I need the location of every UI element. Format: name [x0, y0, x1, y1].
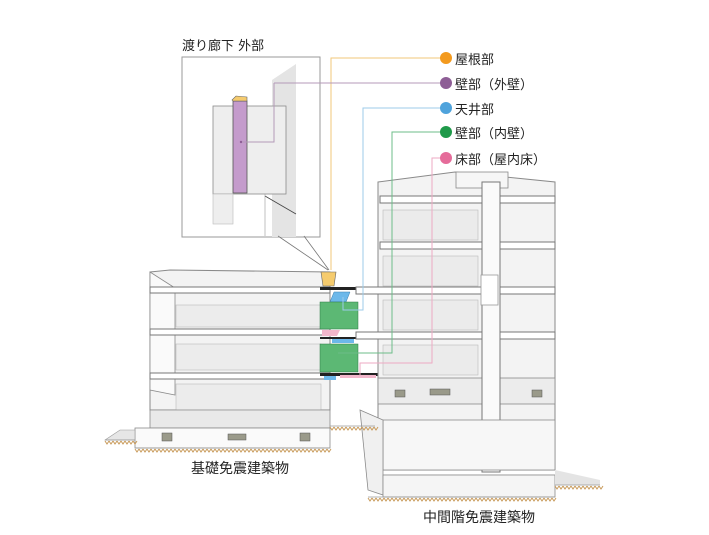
ceiling-patch-upper — [329, 291, 351, 303]
inset-leader-dot — [239, 140, 243, 144]
inset-lower-wall — [212, 193, 234, 225]
right-floors — [382, 209, 479, 376]
left-floor-3 — [175, 304, 322, 328]
inset-pointer-line — [277, 235, 329, 271]
legend-label: 屋根部 — [455, 52, 495, 68]
corridor-patches — [319, 271, 380, 380]
leader-lines — [274, 57, 440, 376]
ground-right-basement — [367, 496, 557, 502]
right-slabs — [355, 195, 556, 340]
legend-item-ceiling: 天井部 — [440, 100, 495, 118]
left-building — [104, 269, 331, 449]
leader-line-interior-wall — [338, 131, 440, 354]
exterior-wall-dot-icon — [440, 77, 452, 89]
ceiling-dot-icon — [440, 102, 452, 114]
ceiling-patch-bottom — [324, 376, 336, 380]
inset-title: 渡り廊下 外部 — [182, 39, 265, 54]
legend-label: 床部（屋内床） — [455, 152, 547, 168]
ground-right-outer — [554, 484, 604, 490]
corridor-slab-dark-3 — [320, 373, 380, 376]
interior-wall-dot-icon — [440, 126, 452, 138]
inset-detail — [181, 56, 330, 271]
right-ground-slab — [555, 470, 600, 485]
left-floor-2 — [175, 343, 322, 371]
legend-label: 壁部（外壁） — [455, 77, 534, 93]
interior-wall-patch-upper — [319, 301, 359, 330]
floor-patch-lower — [340, 375, 376, 378]
ground-left-right — [329, 425, 379, 431]
inset-purple-leader — [241, 83, 275, 143]
legend-item-floor: 床部（屋内床） — [440, 150, 547, 168]
core-opening — [480, 274, 499, 306]
isolation-layer — [377, 377, 556, 405]
corridor-slab-dark — [320, 287, 380, 290]
inset-exterior-wall-patch — [232, 100, 248, 194]
right-building — [355, 171, 600, 498]
inset-roof-cap — [231, 95, 248, 102]
core-shaft — [481, 181, 501, 473]
ceiling-patch-lower — [332, 339, 354, 343]
leader-line-ceiling — [342, 107, 440, 311]
leader-line-floor — [359, 157, 440, 376]
roof-dot-icon — [440, 52, 452, 64]
corridor-slab-dark-2 — [320, 337, 380, 339]
interior-wall-patch-lower — [319, 343, 359, 373]
leader-line-roof — [330, 57, 440, 270]
legend-label: 壁部（内壁） — [455, 126, 534, 142]
legend-label: 天井部 — [455, 102, 495, 118]
left-ground-slab — [104, 429, 136, 441]
basement — [382, 419, 556, 471]
inset-diagonal — [264, 195, 297, 215]
basement-foundation — [382, 474, 556, 498]
legend-item-exterior-wall: 壁部（外壁） — [440, 75, 534, 93]
roof-patch — [320, 271, 337, 287]
left-foundation — [149, 409, 331, 429]
ground-hatching — [104, 425, 604, 502]
legend-item-interior-wall: 壁部（内壁） — [440, 124, 534, 142]
basement-side-wall — [359, 409, 384, 496]
left-floor-1 — [175, 383, 322, 411]
left-isolators — [161, 432, 311, 442]
caption-mid-story-isolated-building: 中間階免震建築物 — [423, 510, 535, 526]
floor-dot-icon — [440, 152, 452, 164]
caption-base-isolated-building: 基礎免震建築物 — [191, 461, 289, 477]
ground-left-pit — [134, 447, 332, 453]
legend-item-roof: 屋根部 — [440, 50, 495, 68]
ground-left-outer — [104, 439, 138, 445]
inset-slab — [212, 105, 287, 195]
floor-patch-upper — [322, 330, 340, 336]
inset-pointer-line — [303, 235, 330, 271]
right-isolators — [394, 388, 543, 398]
